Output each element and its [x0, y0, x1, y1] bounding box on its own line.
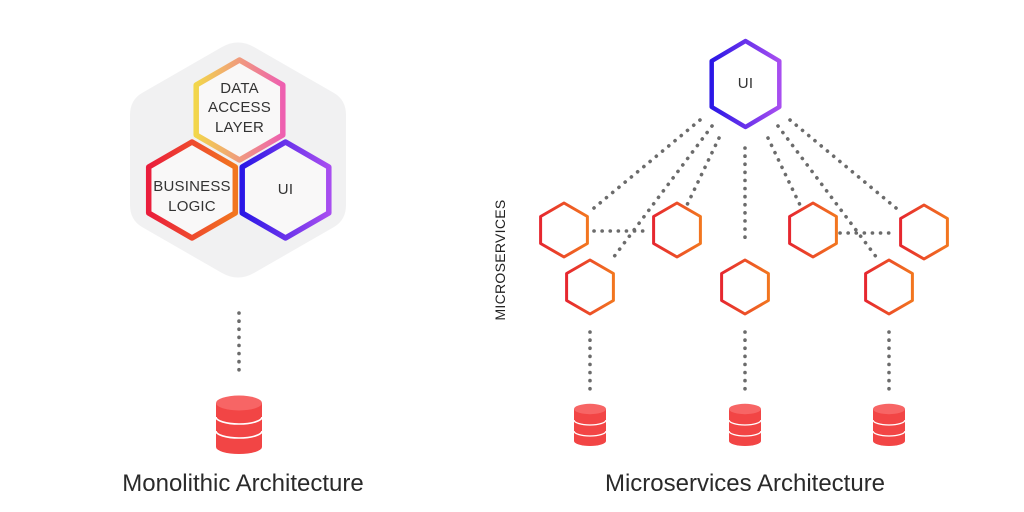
- microservices-group: UI MICRO: [492, 38, 949, 497]
- ui-service-connector: [685, 136, 721, 207]
- monolith-database-icon: [215, 395, 263, 454]
- service-database-icon: [573, 403, 607, 446]
- monolith-ui-hexagon: [239, 139, 332, 241]
- data-access-layer-hexagon: [193, 57, 286, 163]
- business-logic-label-2: LOGIC: [168, 198, 216, 215]
- business-logic-label-1: BUSINESS: [153, 178, 230, 195]
- microservices-side-label: MICROSERVICES: [492, 199, 508, 320]
- service-hexagon-icon: [539, 201, 589, 259]
- data-access-layer-label-3: LAYER: [215, 119, 264, 136]
- service-hexagon-icon: [652, 201, 702, 259]
- service-database-icon: [728, 403, 762, 446]
- service-hexagon-icon: [864, 258, 914, 316]
- microservices-caption: Microservices Architecture: [605, 470, 885, 497]
- monolith-ui-label: UI: [278, 181, 293, 198]
- data-access-layer-label-2: ACCESS: [208, 99, 271, 116]
- service-database-icon: [872, 403, 906, 446]
- service-hexagon-icon: [565, 258, 615, 316]
- data-access-layer-label-1: DATA: [220, 80, 259, 97]
- microservices-ui-hexagon: [709, 38, 782, 130]
- ui-service-connector: [592, 118, 702, 210]
- monolith-group: DATA ACCESS LAYER BUSINESS LOGIC UI Mono…: [122, 42, 364, 497]
- monolith-caption: Monolithic Architecture: [122, 470, 363, 497]
- service-hexagon-icon: [899, 203, 949, 261]
- ui-service-connector: [766, 136, 802, 207]
- ui-service-connector: [788, 118, 898, 210]
- service-hexagon-icon: [788, 201, 838, 259]
- business-logic-hexagon: [145, 139, 239, 241]
- service-hexagon-icon: [720, 258, 770, 316]
- microservices-ui-label: UI: [738, 75, 753, 92]
